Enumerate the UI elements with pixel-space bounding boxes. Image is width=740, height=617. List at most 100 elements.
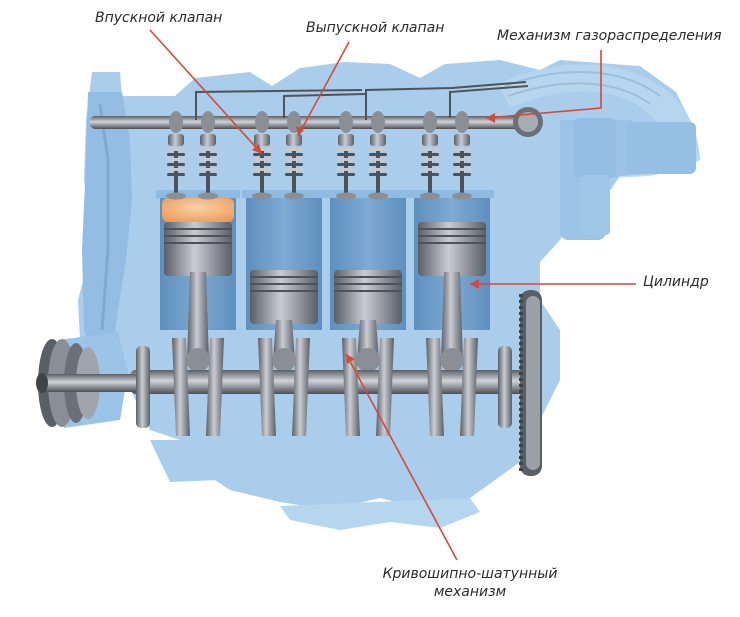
crank-pulley-icon (36, 339, 136, 427)
piston (334, 270, 402, 324)
valve-spring (369, 158, 387, 161)
rod-big-end (272, 348, 296, 372)
crank-web (172, 338, 190, 436)
valve-tappet (200, 134, 216, 146)
valve-spring (369, 148, 387, 151)
valve-spring (421, 158, 439, 161)
crank-web (342, 338, 360, 436)
flywheel-tooth (519, 330, 523, 333)
flywheel-tooth (519, 342, 523, 345)
valve-stem (174, 148, 178, 196)
cylinder-head-gasket (326, 190, 410, 198)
valve-spring (453, 173, 471, 176)
valve-spring (421, 153, 439, 156)
cam-lobe (371, 111, 385, 133)
valve-spring (199, 158, 217, 161)
crank-web (426, 338, 444, 436)
crank-mechanism-label: Кривошипно-шатунный механизм (380, 565, 560, 601)
valve-spring (199, 148, 217, 151)
valve-spring (453, 163, 471, 166)
valve-spring (421, 173, 439, 176)
valve-stem (206, 148, 210, 196)
valve-stem (292, 148, 296, 196)
valve-head (166, 192, 186, 200)
valve-spring (369, 163, 387, 166)
valve-stem (428, 148, 432, 196)
flywheel-tooth (519, 354, 523, 357)
valve-spring (421, 168, 439, 171)
flywheel-tooth (519, 432, 523, 435)
valve-spring (285, 158, 303, 161)
flywheel-tooth (519, 312, 523, 315)
flywheel-tooth (519, 348, 523, 351)
valve-spring (453, 168, 471, 171)
valve-head (368, 192, 388, 200)
flywheel-tooth (519, 300, 523, 303)
flywheel-tooth (519, 336, 523, 339)
valve-spring (369, 153, 387, 156)
flywheel-tooth (519, 384, 523, 387)
cylinder-label: Цилиндр (643, 274, 709, 290)
piston-ring (334, 276, 402, 278)
valve-spring (337, 168, 355, 171)
piston (250, 270, 318, 324)
wiring-harness (195, 81, 529, 120)
valve-spring (199, 168, 217, 171)
valve-spring (453, 158, 471, 161)
valve-tappet (338, 134, 354, 146)
crank-web (460, 338, 478, 436)
cam-lobe (169, 111, 183, 133)
valve-spring (285, 153, 303, 156)
flywheel-tooth (519, 420, 523, 423)
piston-ring (164, 228, 232, 230)
cam-lobe (255, 111, 269, 133)
flywheel-tooth (519, 414, 523, 417)
valve-spring (453, 153, 471, 156)
valve-stem (376, 148, 380, 196)
flywheel-tooth (519, 468, 523, 471)
flywheel-tooth (519, 366, 523, 369)
valve-spring (421, 148, 439, 151)
valve-head (198, 192, 218, 200)
piston (418, 222, 486, 276)
valve-tappet (168, 134, 184, 146)
flywheel-tooth (519, 324, 523, 327)
leader-arrow-icons (252, 113, 495, 364)
leader-lines (149, 29, 636, 561)
flywheel-tooth (519, 426, 523, 429)
crank-web (258, 338, 276, 436)
valve-tappet (370, 134, 386, 146)
crankshaft (130, 338, 532, 436)
crank-web (206, 338, 224, 436)
valve-spring (337, 158, 355, 161)
valve-stem (460, 148, 464, 196)
crank-web (292, 338, 310, 436)
valve-train (166, 134, 472, 200)
cam-lobe (339, 111, 353, 133)
valve-spring (285, 168, 303, 171)
valve-tappet (422, 134, 438, 146)
valve-stem (260, 148, 264, 196)
valve-spring (253, 158, 271, 161)
piston-ring (334, 290, 402, 292)
piston-ring (418, 235, 486, 237)
cam-lobe (455, 111, 469, 133)
piston-ring (418, 228, 486, 230)
piston-ring (250, 290, 318, 292)
crank-web (376, 338, 394, 436)
flywheel-tooth (519, 318, 523, 321)
rod-big-end (356, 348, 380, 372)
valve-head (284, 192, 304, 200)
valve-spring (167, 173, 185, 176)
flywheel-icon (519, 290, 542, 476)
flywheel-tooth (519, 378, 523, 381)
flywheel-tooth (519, 390, 523, 393)
connecting-rod (441, 272, 463, 360)
valve-spring (337, 153, 355, 156)
piston-ring (164, 235, 232, 237)
flywheel-tooth (519, 294, 523, 297)
valve-head (336, 192, 356, 200)
valve-spring (199, 173, 217, 176)
rod-big-end (186, 348, 210, 372)
